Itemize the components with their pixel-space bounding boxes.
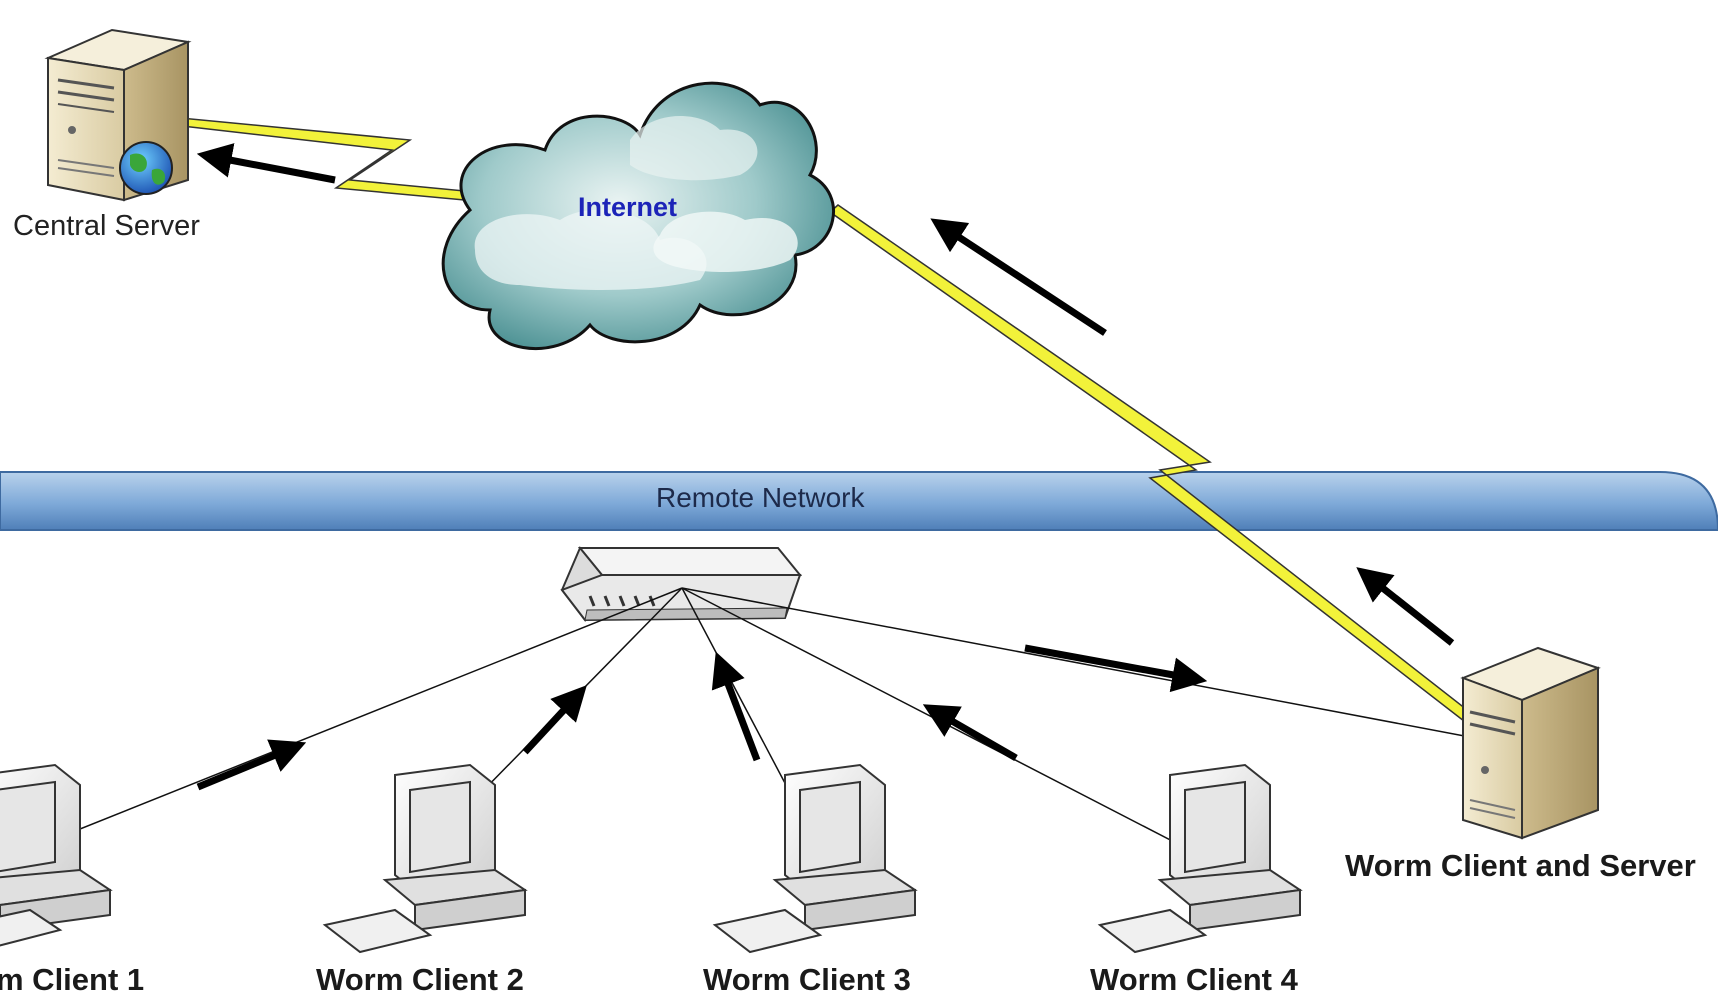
- worm-server-icon: [1460, 646, 1601, 840]
- arrow-client3: [711, 651, 761, 762]
- cloud-highlight-3: [630, 116, 758, 181]
- arrow-client2: [522, 685, 587, 755]
- client-label-4: Worm Client 4: [1090, 962, 1298, 997]
- computer-icon-client2: [322, 763, 528, 954]
- switch-connections: [39, 587, 1513, 851]
- globe-icon: [119, 141, 173, 195]
- computer-icon-client4: [1097, 763, 1303, 954]
- remote-network-label: Remote Network: [656, 482, 865, 513]
- internet-label: Internet: [578, 192, 678, 222]
- cloud-highlight-2: [653, 211, 798, 272]
- network-switch-icon: [560, 546, 803, 623]
- computer-icon-client3: [712, 763, 918, 954]
- arrow-to-worm-server: [1024, 644, 1208, 693]
- arrow-worm-server-up: [1356, 567, 1455, 646]
- arrow-to-central-server: [196, 143, 336, 184]
- arrow-to-internet: [930, 218, 1107, 336]
- central-server-label: Central Server: [13, 210, 200, 242]
- arrow-client1: [196, 739, 307, 791]
- client-label-3: Worm Client 3: [703, 962, 911, 997]
- worm-client-and-server-label: Worm Client and Server: [1345, 848, 1696, 883]
- cloud-highlight: [474, 209, 707, 290]
- client-label-2: Worm Client 2: [316, 962, 524, 997]
- computer-icon-client1: [0, 763, 113, 947]
- arrow-client4: [922, 704, 1018, 762]
- client-label-1: m Client 1: [0, 962, 145, 997]
